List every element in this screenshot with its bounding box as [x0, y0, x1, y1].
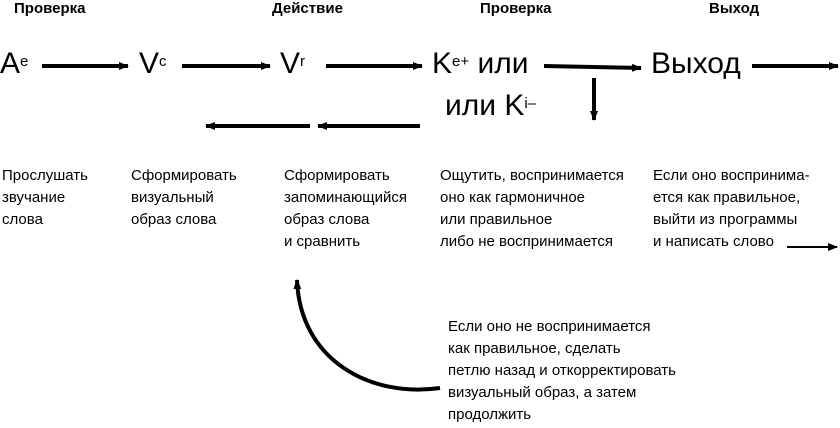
node-ki-pre: или K — [445, 89, 525, 122]
node-ke-plus: Ke+ или — [432, 47, 528, 81]
node-ki-sup: i– — [524, 95, 537, 112]
header-check-2: Проверка — [480, 0, 552, 17]
node-vr-sup: r — [300, 53, 306, 70]
desc-loop: Если оно не воспринимается как правильно… — [448, 318, 676, 423]
desc-exit: Если оно воспринима- ется как правильное… — [653, 167, 810, 250]
node-vc-base: V — [139, 47, 160, 80]
node-vc-sup: c — [159, 53, 167, 70]
node-ae-sup: e — [20, 53, 29, 70]
node-exit: Выход — [651, 47, 741, 80]
node-vr-base: V — [280, 47, 301, 80]
node-vr: Vr — [280, 47, 305, 81]
desc-memory: Сформировать запоминающийся образ слова … — [284, 167, 407, 250]
header-action: Действие — [272, 0, 343, 17]
node-ki-minus: или Ki– — [445, 89, 536, 123]
node-ae: Ae — [0, 47, 28, 81]
desc-listen: Прослушать звучание слова — [2, 167, 88, 228]
desc-visual: Сформировать визуальный образ слова — [131, 167, 237, 228]
header-check-1: Проверка — [14, 0, 86, 17]
desc-feel: Ощутить, воспринимается оно как гармонич… — [440, 167, 624, 250]
arrow-loop-back — [293, 279, 441, 392]
node-ae-base: A — [0, 47, 21, 80]
arrow-k-to-exit — [543, 63, 642, 72]
node-ke-sup: e+ — [452, 53, 470, 70]
header-exit: Выход — [709, 0, 760, 17]
node-ke-tail: или — [469, 47, 529, 80]
node-ke-base: K — [432, 47, 453, 80]
node-vc: Vc — [139, 47, 167, 81]
